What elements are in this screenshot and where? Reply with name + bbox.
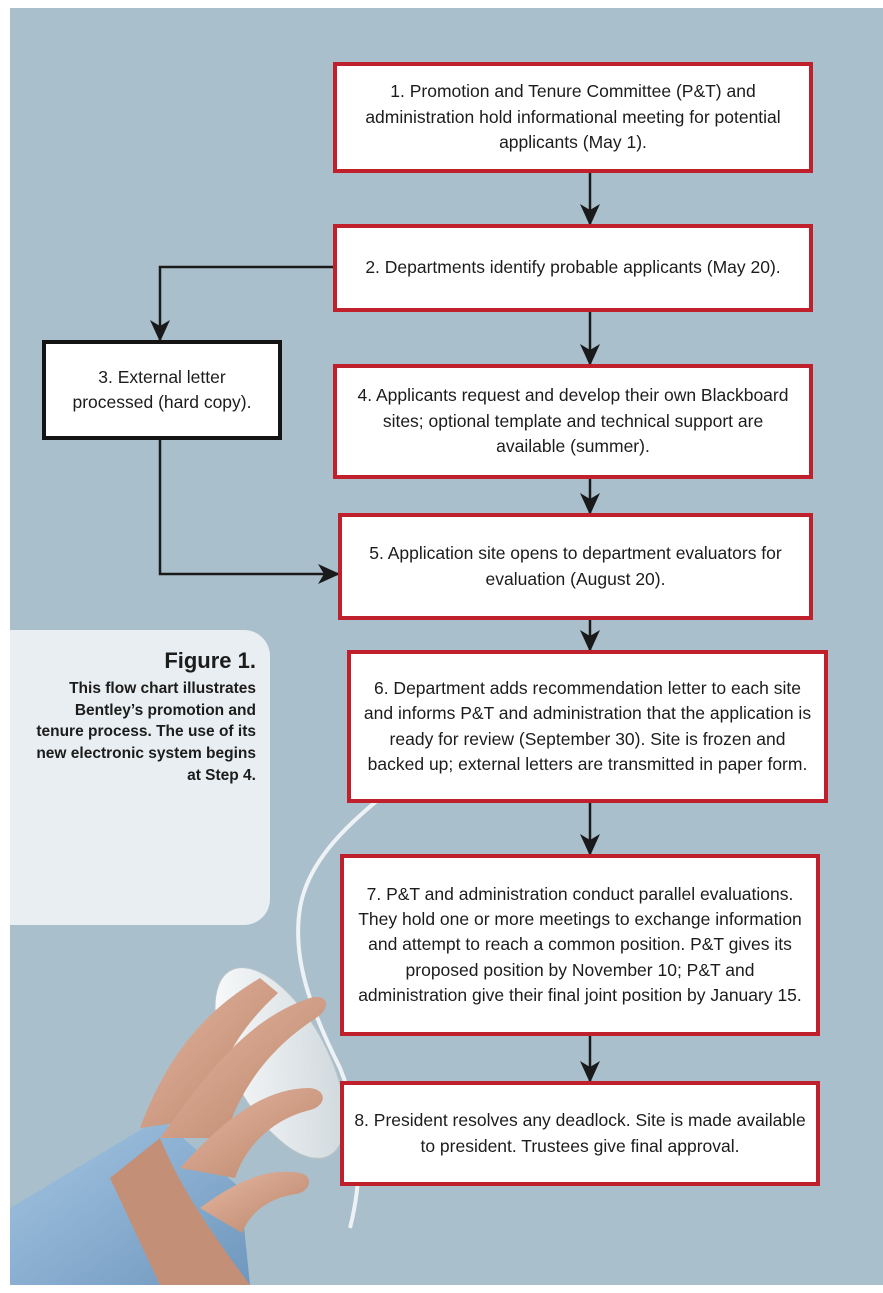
- arrow-2-to-3: [150, 265, 333, 342]
- hand-on-mouse-illustration: [10, 771, 412, 1285]
- step-5-box: 5. Application site opens to department …: [338, 513, 813, 620]
- step-2-box: 2. Departments identify probable applica…: [333, 224, 813, 312]
- step-7-box: 7. P&T and administration conduct parall…: [340, 854, 820, 1036]
- step-6-box: 6. Department adds recommendation letter…: [347, 650, 828, 803]
- step-8-box: 8. President resolves any deadlock. Site…: [340, 1081, 820, 1186]
- figure-caption-panel: Figure 1. This flow chart illustrates Be…: [10, 630, 270, 925]
- step-4-box: 4. Applicants request and develop their …: [333, 364, 813, 479]
- figure-caption: This flow chart illustrates Bentley’s pr…: [36, 680, 256, 784]
- step-1-box: 1. Promotion and Tenure Committee (P&T) …: [333, 62, 813, 173]
- step-3-box: 3. External letter processed (hard copy)…: [42, 340, 282, 440]
- arrow-3-to-5: [158, 440, 340, 584]
- figure-frame: Figure 1. This flow chart illustrates Be…: [10, 8, 883, 1285]
- flow-connectors: [150, 173, 600, 1083]
- figure-title: Figure 1.: [164, 648, 256, 673]
